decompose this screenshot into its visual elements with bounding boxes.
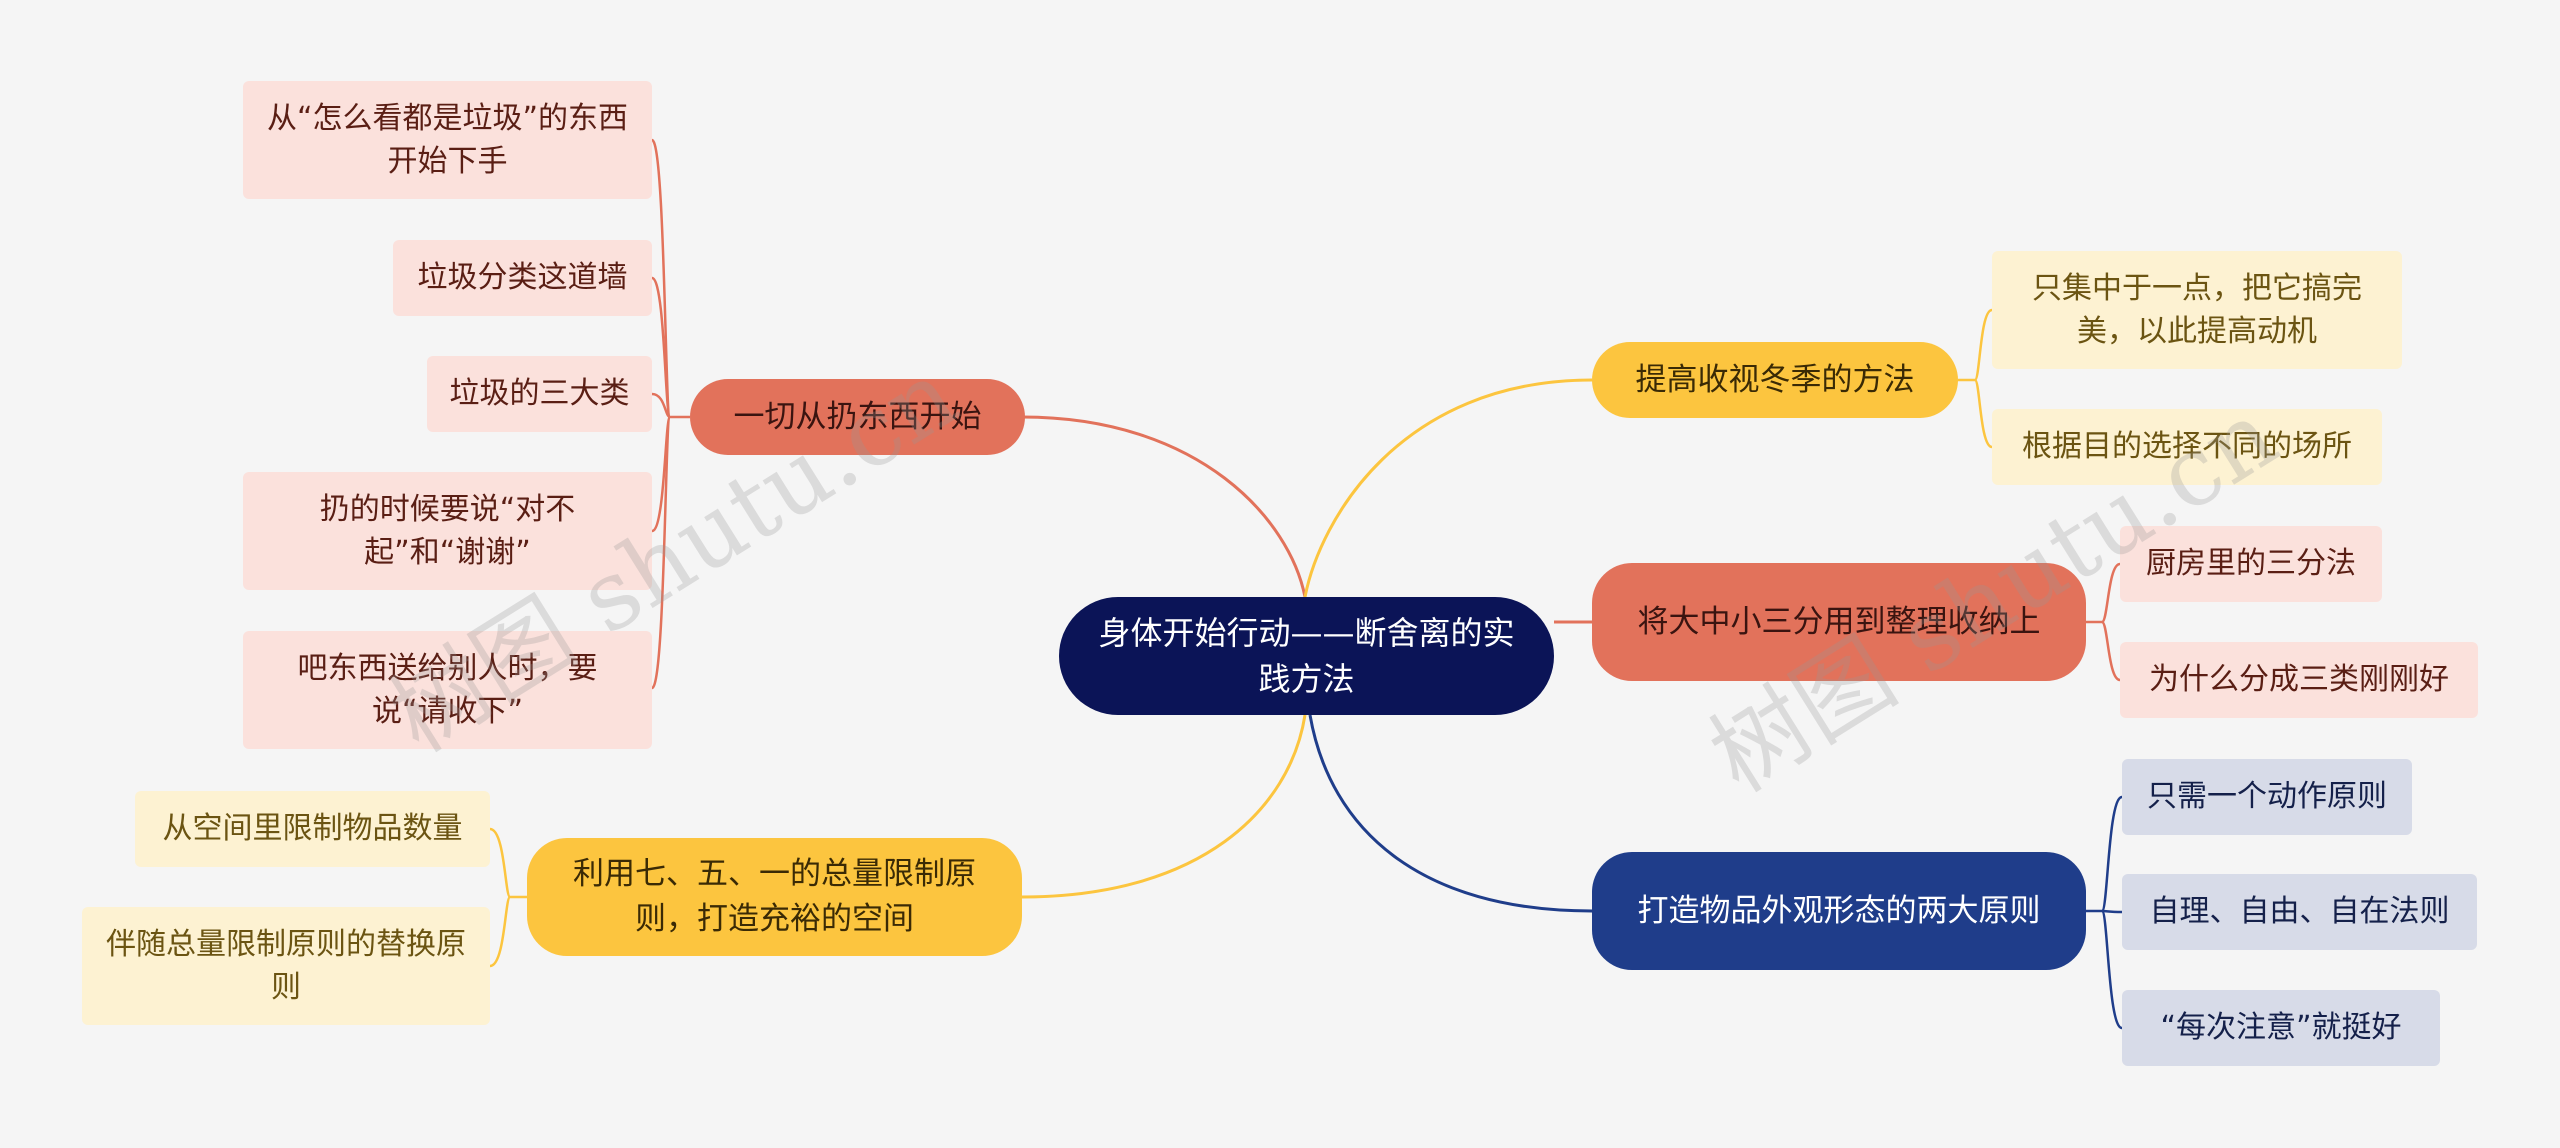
link-right2-c1 [2086, 562, 2121, 624]
topic-left1-3[interactable]: 垃圾的三大类 [427, 356, 652, 432]
topic-left2-2-label: 伴随总量限制原则的替换原则 [106, 926, 466, 1006]
link-central-right1 [1303, 378, 1593, 598]
topic-left2-1-label: 从空间里限制物品数量 [162, 811, 463, 847]
link-central-left2 [1021, 714, 1307, 899]
topic-right3-3-label: “每次注意”就挺好 [2160, 1010, 2402, 1046]
topic-left1-5[interactable]: 吧东西送给别人时，要说“请收下” [243, 631, 652, 749]
topic-left1-1[interactable]: 从“怎么看都是垃圾”的东西开始下手 [243, 81, 652, 199]
link-left1-c5 [650, 415, 672, 690]
link-right1-c2 [1973, 378, 1993, 449]
topic-right3-2-label: 自理、自由、自在法则 [2149, 894, 2450, 930]
topic-left1-3-label: 垃圾的三大类 [449, 376, 630, 412]
topic-right1-2-label: 根据目的选择不同的场所 [2022, 429, 2352, 465]
link-left1-c2 [650, 276, 672, 419]
topic-left2-1[interactable]: 从空间里限制物品数量 [135, 791, 490, 867]
link-left1-c3 [651, 392, 671, 419]
branch-right3-label: 打造物品外观形态的两大原则 [1637, 892, 2041, 929]
link-left2-c1 [489, 827, 527, 899]
topic-right2-2[interactable]: 为什么分成三类刚刚好 [2120, 642, 2478, 718]
link-left2-c2 [489, 895, 512, 968]
branch-right2-label: 将大中小三分用到整理收纳上 [1637, 603, 2041, 640]
link-central-right3 [1308, 714, 1593, 913]
branch-left1-label: 一切从扔东西开始 [733, 398, 982, 435]
topic-right3-3[interactable]: “每次注意”就挺好 [2122, 990, 2440, 1066]
topic-right2-1-label: 厨房里的三分法 [2146, 546, 2356, 582]
topic-right3-1-label: 只需一个动作原则 [2147, 779, 2387, 815]
link-right3-c2 [2101, 909, 2123, 914]
branch-right1[interactable]: 提高收视冬季的方法 [1592, 342, 1958, 418]
topic-left1-2-label: 垃圾分类这道墙 [417, 260, 628, 296]
topic-right1-2[interactable]: 根据目的选择不同的场所 [1992, 409, 2382, 485]
topic-right3-1[interactable]: 只需一个动作原则 [2122, 759, 2412, 835]
link-right2-c2 [2100, 620, 2121, 682]
link-right3-c1 [2086, 795, 2123, 913]
branch-right1-label: 提高收视冬季的方法 [1635, 361, 1915, 398]
topic-right1-1-label: 只集中于一点，把它搞完美，以此提高动机 [2032, 270, 2362, 350]
link-right1-c1 [1958, 308, 1993, 382]
link-right3-c3 [2100, 909, 2123, 1030]
topic-left1-5-label: 吧东西送给别人时，要说“请收下” [297, 650, 598, 730]
branch-right3[interactable]: 打造物品外观形态的两大原则 [1592, 852, 2086, 970]
link-left1-c1 [650, 138, 690, 419]
branch-left2-label: 利用七、五、一的总量限制原则，打造充裕的空间 [573, 856, 976, 937]
topic-right3-2[interactable]: 自理、自由、自在法则 [2122, 874, 2477, 950]
topic-left1-4-label: 扔的时候要说“对不起”和“谢谢” [319, 491, 576, 571]
topic-right2-1[interactable]: 厨房里的三分法 [2120, 526, 2382, 602]
branch-left2[interactable]: 利用七、五、一的总量限制原则，打造充裕的空间 [527, 838, 1022, 956]
central-topic[interactable]: 身体开始行动——断舍离的实践方法 [1059, 597, 1554, 715]
branch-right2[interactable]: 将大中小三分用到整理收纳上 [1592, 563, 2086, 681]
branch-left1[interactable]: 一切从扔东西开始 [690, 379, 1025, 455]
topic-left1-2[interactable]: 垃圾分类这道墙 [393, 240, 652, 316]
topic-left1-4[interactable]: 扔的时候要说“对不起”和“谢谢” [243, 472, 652, 590]
topic-right2-2-label: 为什么分成三类刚刚好 [2149, 662, 2449, 698]
topic-right1-1[interactable]: 只集中于一点，把它搞完美，以此提高动机 [1992, 251, 2402, 369]
link-central-left1 [1021, 415, 1307, 598]
central-topic-label: 身体开始行动——断舍离的实践方法 [1098, 613, 1515, 698]
topic-left2-2[interactable]: 伴随总量限制原则的替换原则 [82, 907, 490, 1025]
topic-left1-1-label: 从“怎么看都是垃圾”的东西开始下手 [266, 100, 629, 180]
